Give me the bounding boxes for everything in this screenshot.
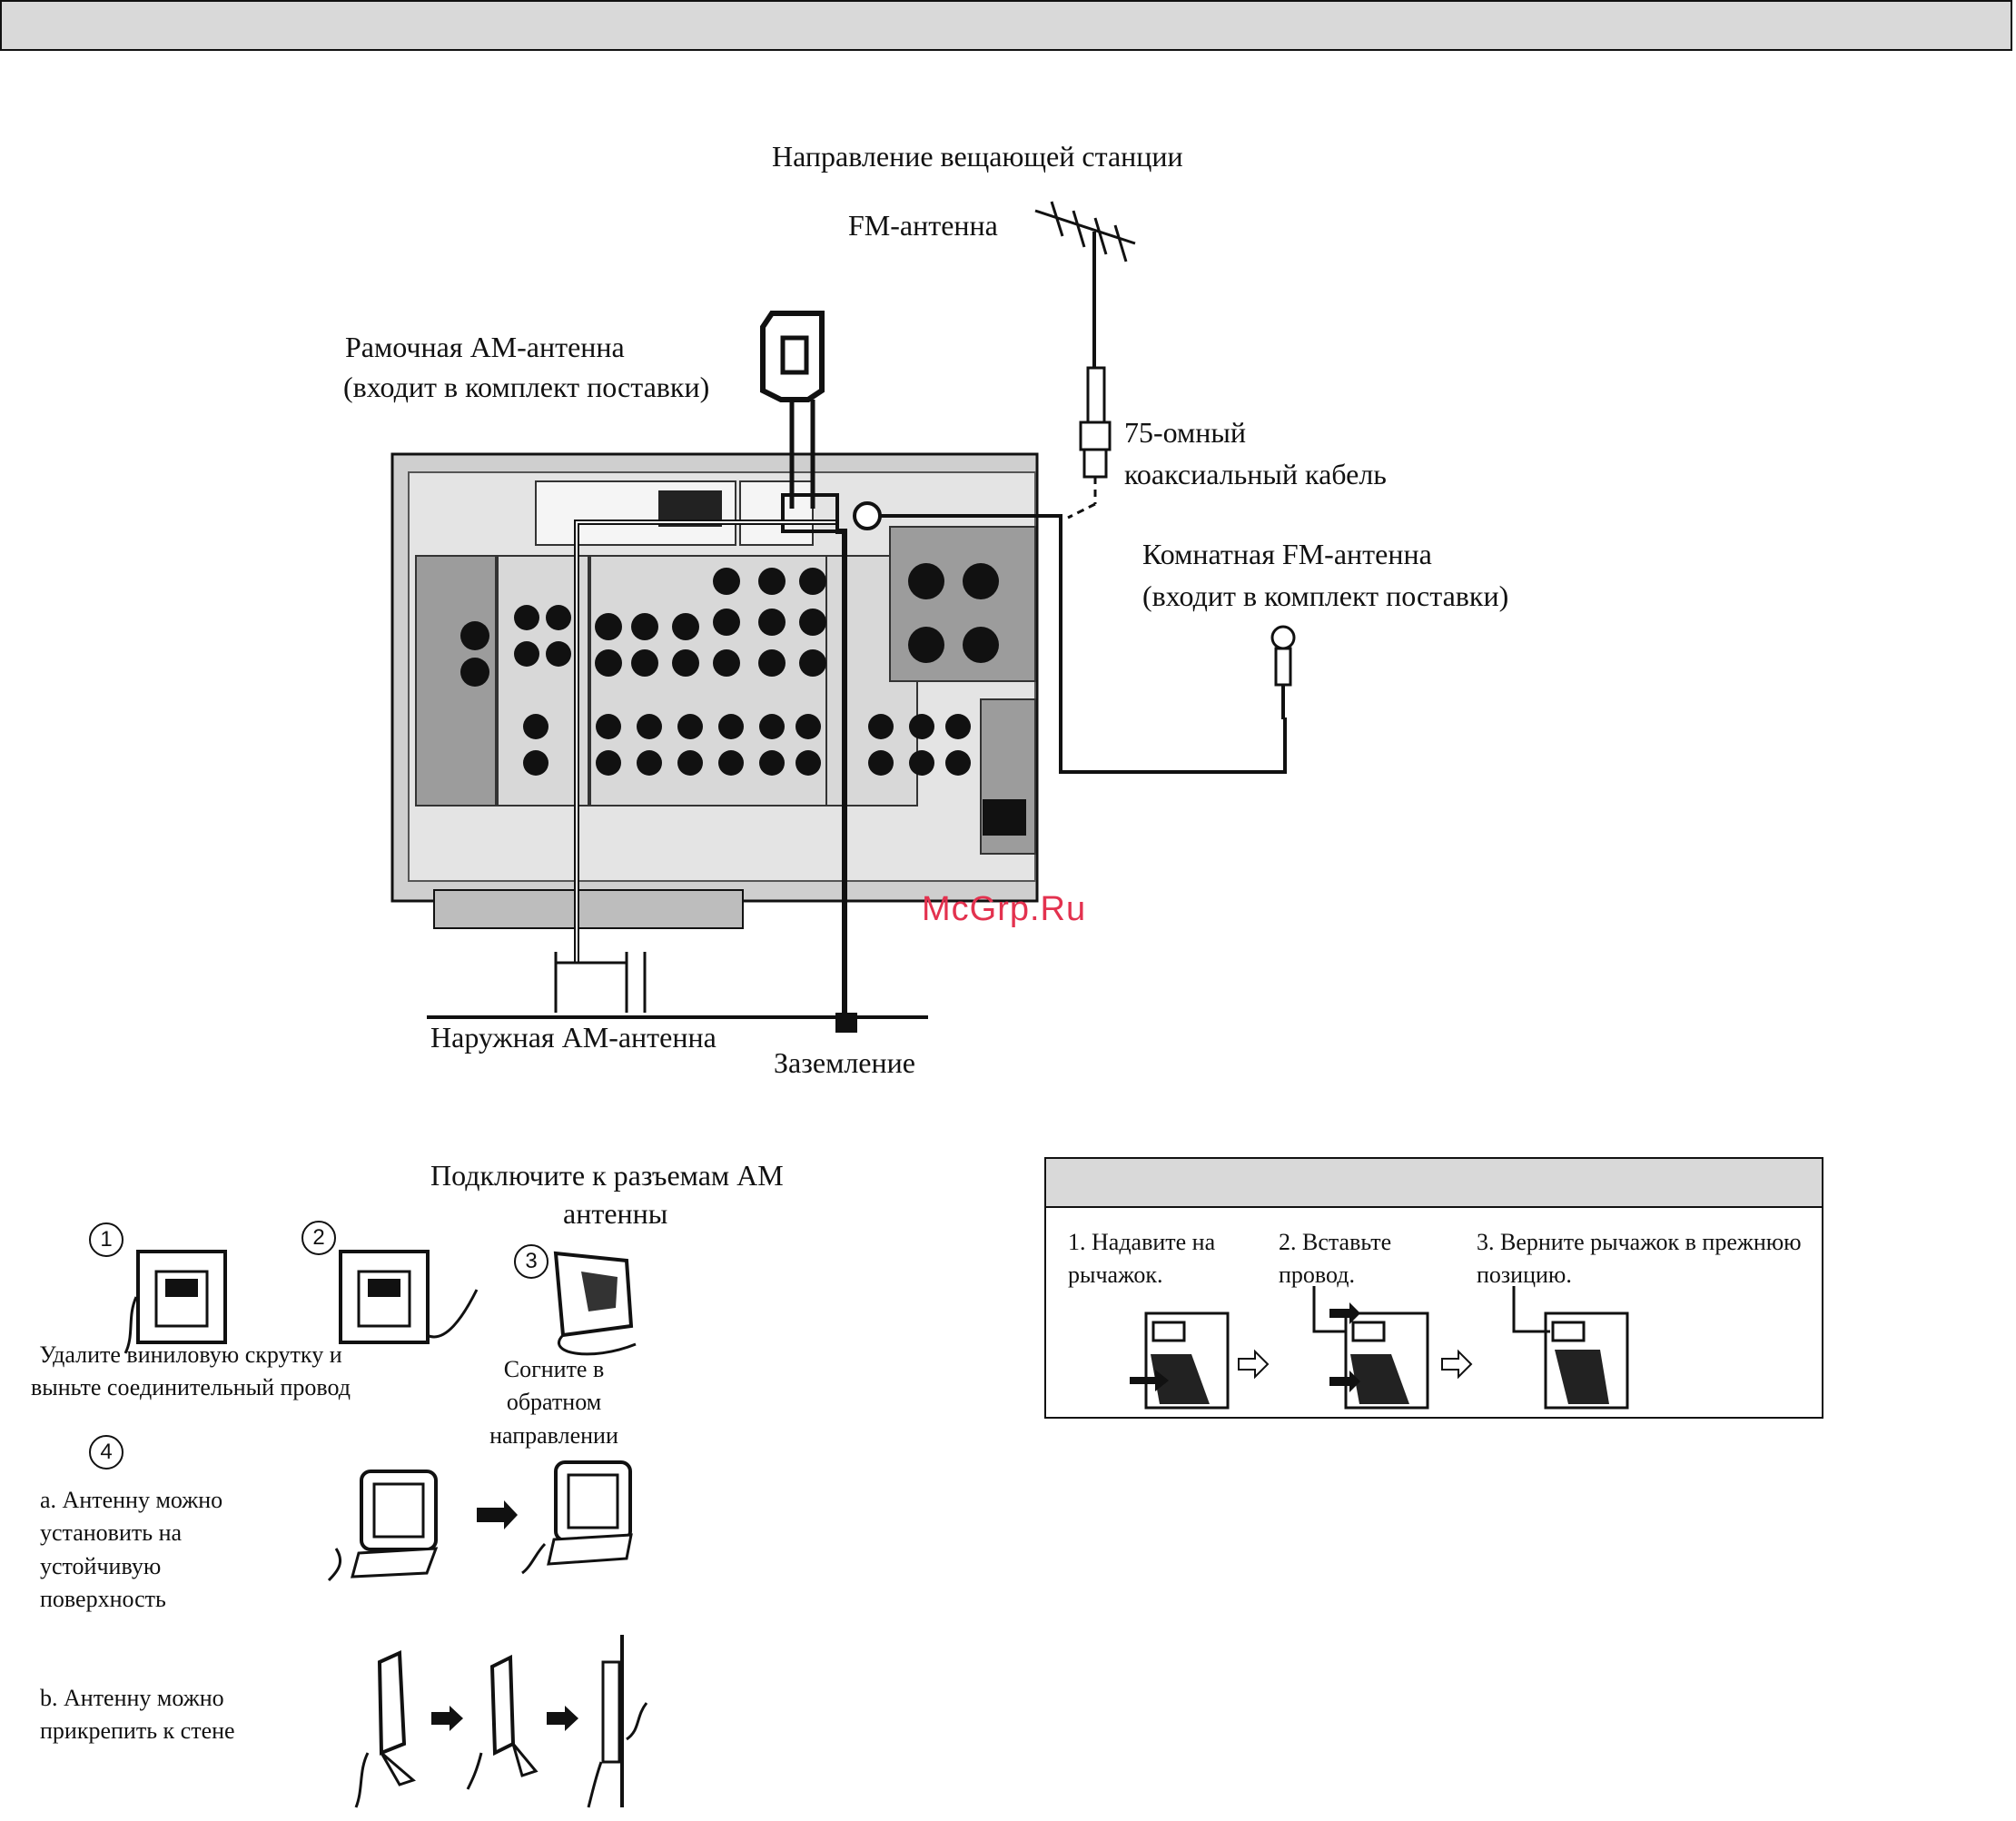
- step-number-3: 3: [514, 1244, 548, 1279]
- step-number-2: 2: [301, 1221, 336, 1255]
- coax-label-1: 75-омный: [1124, 416, 1247, 449]
- header-bar: [0, 0, 2012, 51]
- coax-label-2: коаксиальный кабель: [1124, 458, 1387, 490]
- loop-am-label-2: (входит в комплект поставки): [343, 371, 710, 403]
- lever-illustrations: [1130, 1286, 1629, 1410]
- receiver-diagram: [390, 201, 1296, 1033]
- station-direction-label: Направление вещающей станции: [772, 140, 1183, 173]
- step-number-4: 4: [89, 1435, 124, 1470]
- connect-label-2: антенны: [563, 1197, 668, 1230]
- connect-label-1: Подключите к разъемам АМ: [430, 1159, 784, 1192]
- step-number-1: 1: [89, 1222, 124, 1257]
- indoor-fm-label-1: Комнатная FM-антенна: [1142, 538, 1432, 570]
- lever-step-1: 1. Надавите на рычажок.: [1068, 1229, 1216, 1289]
- lever-box-header: [1046, 1159, 1822, 1208]
- outdoor-am-label: Наружная АМ-антенна: [430, 1021, 716, 1054]
- lever-instructions-box: 1. Надавите на рычажок. 2. Вставьте пров…: [1044, 1157, 1823, 1419]
- ground-label: Заземление: [774, 1046, 915, 1079]
- step3-text: Согните в обратном направлении: [489, 1356, 618, 1449]
- lever-step-3: 3. Верните рычажок в прежнюю позицию.: [1477, 1229, 1802, 1289]
- option-b-text: b. Антенну можно прикрепить к стене: [40, 1685, 235, 1745]
- option-a-text: a. Антенну можно установить на устойчиву…: [40, 1487, 223, 1613]
- assembly-illustrations: [124, 1250, 648, 1808]
- lever-step-2: 2. Вставьте провод.: [1279, 1229, 1392, 1289]
- loop-am-label-1: Рамочная АМ-антенна: [345, 331, 625, 363]
- fm-antenna-label: FM-антенна: [848, 209, 998, 242]
- indoor-fm-label-2: (входит в комплект поставки): [1142, 579, 1509, 612]
- watermark: McGrp.Ru: [922, 890, 1087, 928]
- step1-text: Удалите виниловую скрутку и выньте соеди…: [31, 1341, 351, 1401]
